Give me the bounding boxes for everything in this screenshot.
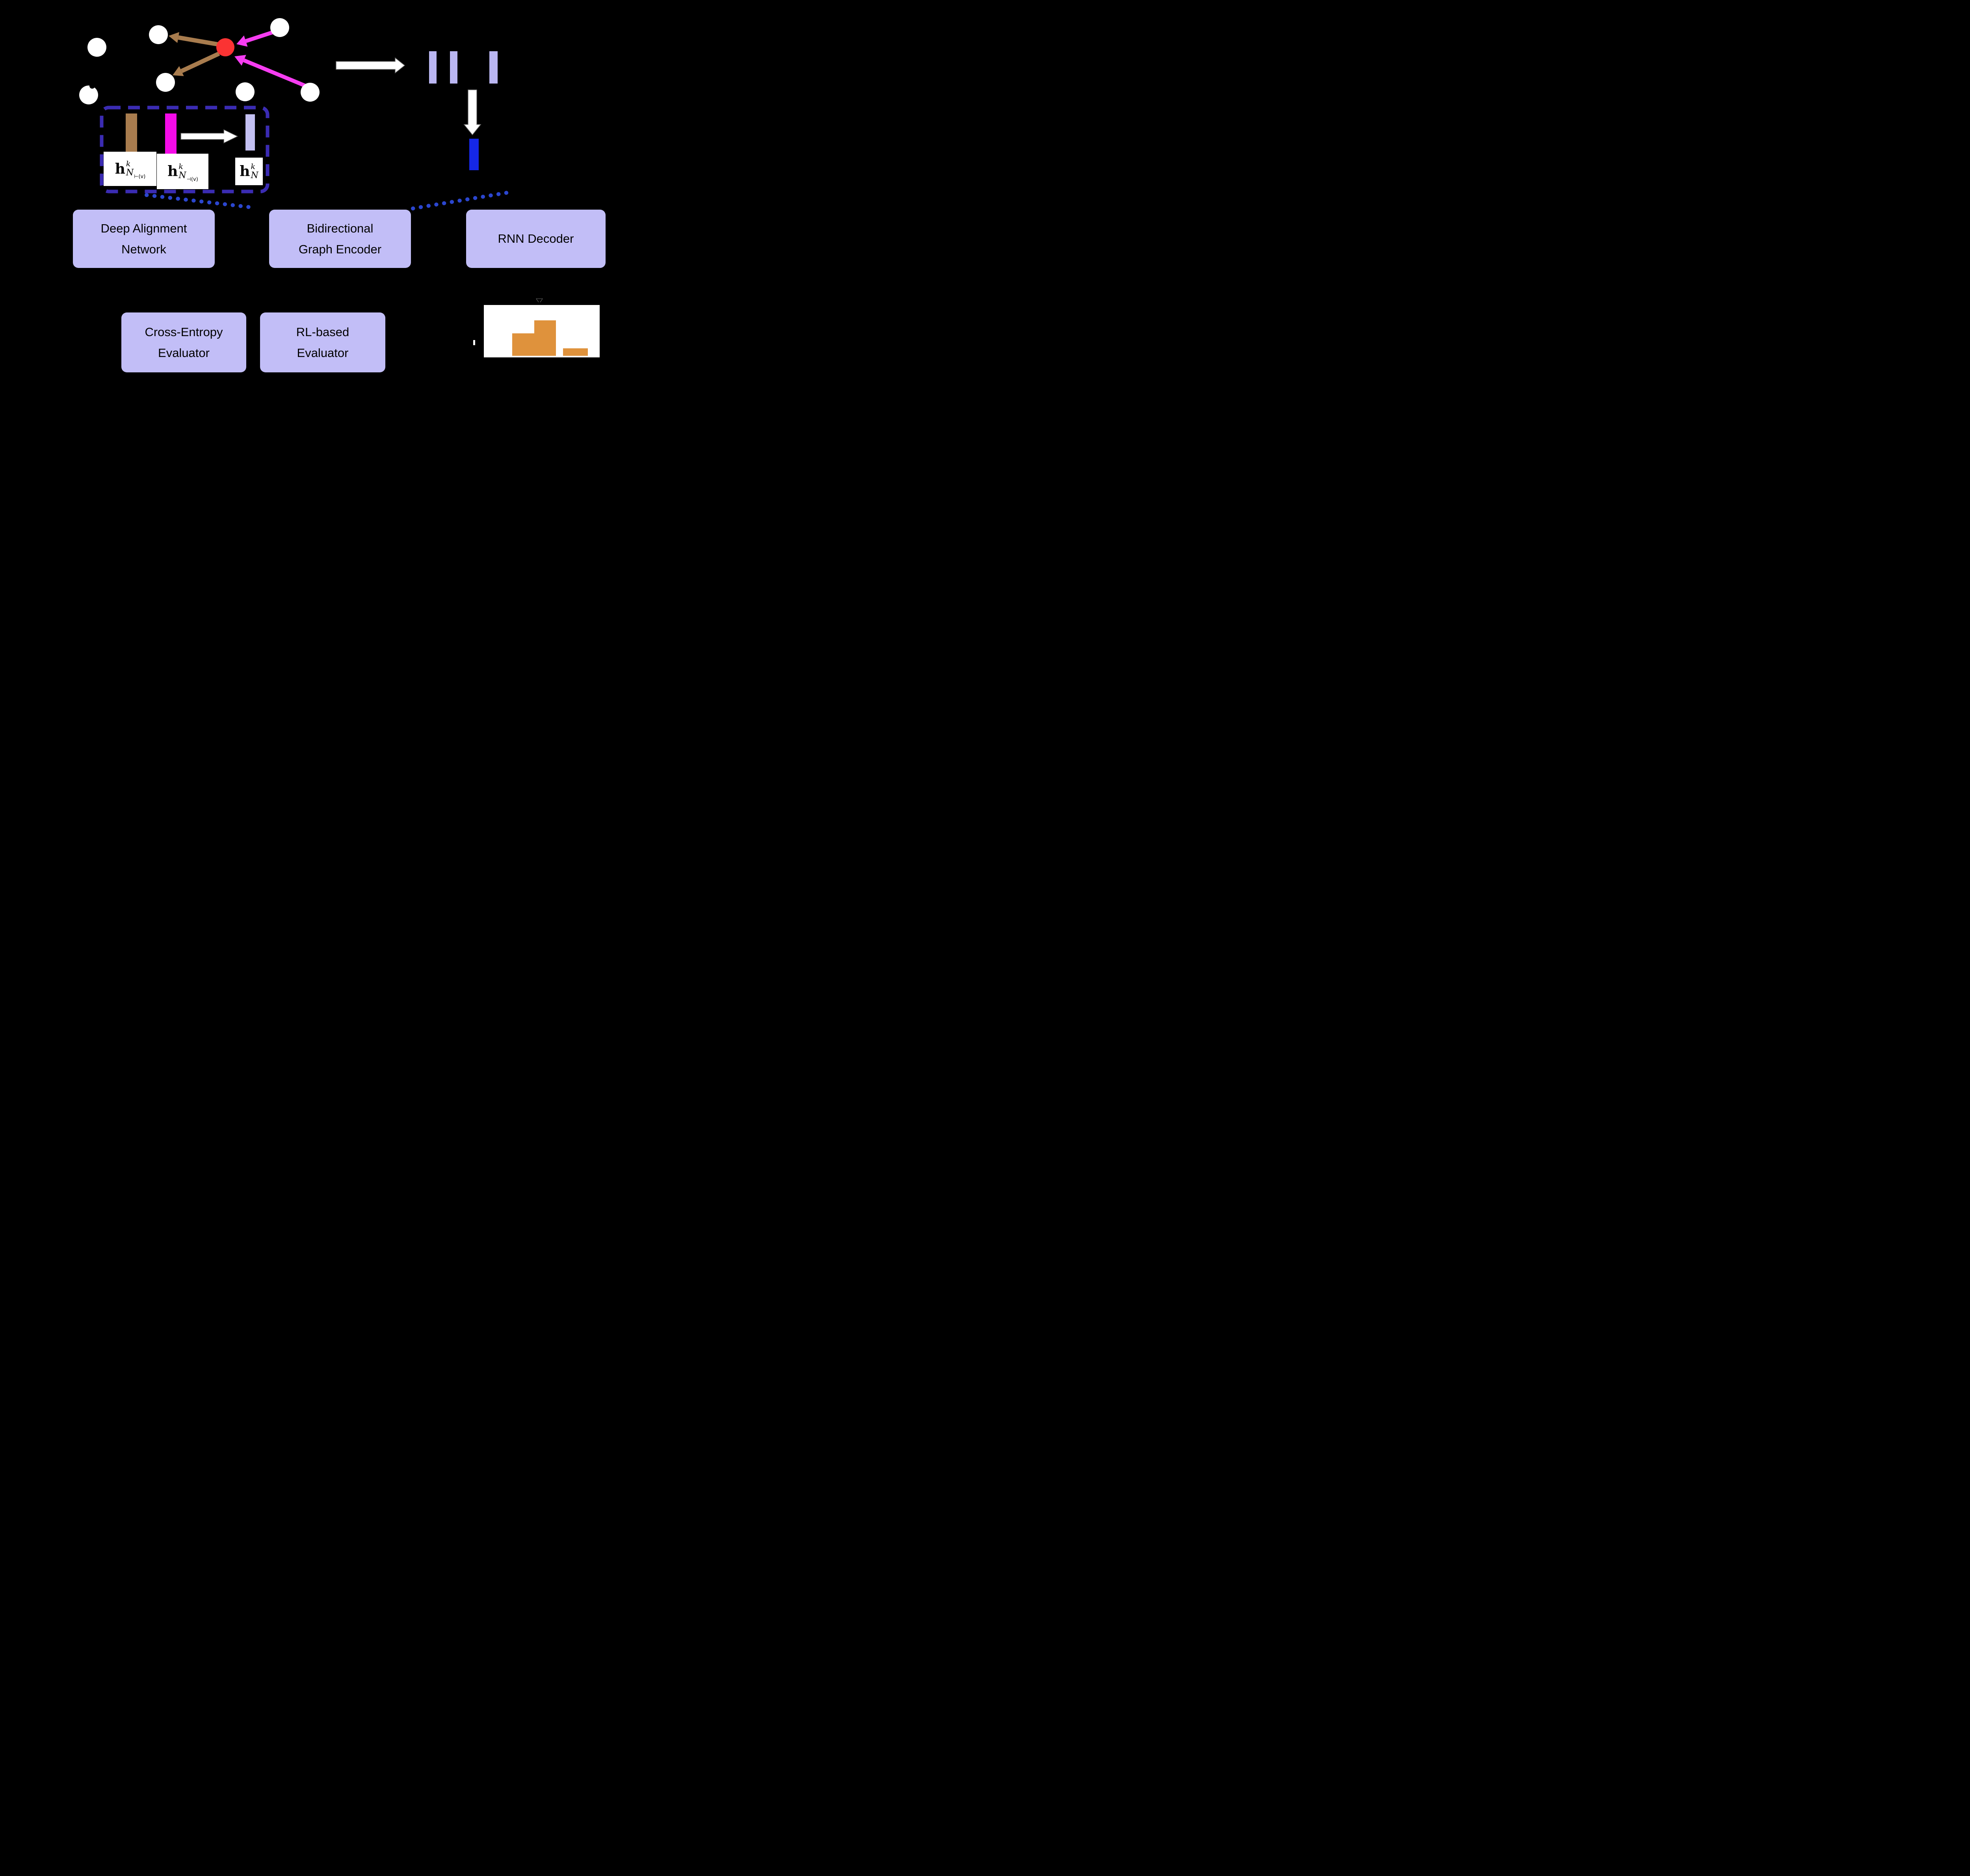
- chart-top-arrowhead: [536, 298, 543, 304]
- math-sup: k: [178, 162, 183, 171]
- aggregation-arrow: [180, 129, 238, 144]
- graph-node-notch: [89, 83, 95, 89]
- graph-node: [149, 25, 168, 44]
- aggregation-detail-box: [100, 106, 269, 193]
- module-cross-entropy-evaluator: Cross-Entropy Evaluator: [121, 312, 246, 372]
- decoder-input-vector-bar: [469, 139, 479, 170]
- module-deep-alignment-network: Deep Alignment Network: [73, 210, 215, 268]
- module-rl-based-evaluator: RL-based Evaluator: [260, 312, 385, 372]
- module-bidirectional-graph-encoder: Bidirectional Graph Encoder: [269, 210, 411, 268]
- math-base: h: [115, 160, 125, 177]
- module-label: Bidirectional: [307, 221, 374, 235]
- in-edge-arrow: [236, 30, 273, 47]
- out-edge-arrow: [173, 52, 220, 76]
- chart-left-tick: [473, 340, 475, 345]
- math-subsub: ⊣(v): [186, 176, 198, 182]
- out-edge-arrow: [169, 32, 219, 47]
- math-base: h: [240, 163, 250, 180]
- module-label: Cross-Entropy: [145, 325, 223, 339]
- chart-bar: [534, 320, 556, 356]
- module-label: RL-based: [296, 325, 349, 339]
- module-label: Graph Encoder: [298, 242, 382, 256]
- graph-to-encoder-arrow: [336, 57, 405, 74]
- module-label: Deep Alignment: [100, 221, 187, 235]
- forward-neighborhood-vector-bar: [126, 113, 137, 154]
- aggregated-neighborhood-vector-bar: [245, 114, 255, 151]
- graph-node: [87, 38, 106, 57]
- backward-neighborhood-vector-bar: [165, 113, 177, 154]
- module-label: Evaluator: [297, 346, 349, 360]
- module-label: Evaluator: [158, 346, 210, 360]
- detail-connector-right: [411, 190, 514, 210]
- math-sub: N: [178, 170, 186, 180]
- graph-node: [156, 73, 175, 92]
- in-edge-arrow: [234, 55, 307, 88]
- module-rnn-decoder: RNN Decoder: [466, 210, 606, 268]
- chart-plot-area: [484, 305, 600, 357]
- graph-node: [236, 82, 255, 101]
- encoder-to-decoder-arrow: [463, 89, 481, 136]
- module-label: RNN Decoder: [498, 232, 574, 246]
- chart-bar: [512, 333, 534, 356]
- graph-node: [79, 86, 98, 104]
- math-sup: k: [126, 160, 131, 168]
- graph-node: [301, 83, 320, 102]
- hidden-state-bar: [450, 51, 457, 84]
- math-sub: N: [126, 168, 134, 178]
- target-graph-node: [216, 38, 234, 56]
- output-distribution-chart: [481, 302, 602, 360]
- graph-node: [270, 18, 289, 37]
- diagram-strokes: [100, 30, 543, 345]
- chart-bar: [563, 348, 588, 356]
- hidden-state-bar: [489, 51, 498, 84]
- math-sub: N: [251, 170, 258, 180]
- detail-connector-left: [145, 193, 256, 210]
- math-sup: k: [251, 162, 255, 171]
- module-label: Network: [121, 242, 166, 256]
- math-base: h: [167, 163, 178, 180]
- hidden-state-bar: [429, 51, 437, 84]
- math-subsub: ⊢(v): [134, 174, 146, 180]
